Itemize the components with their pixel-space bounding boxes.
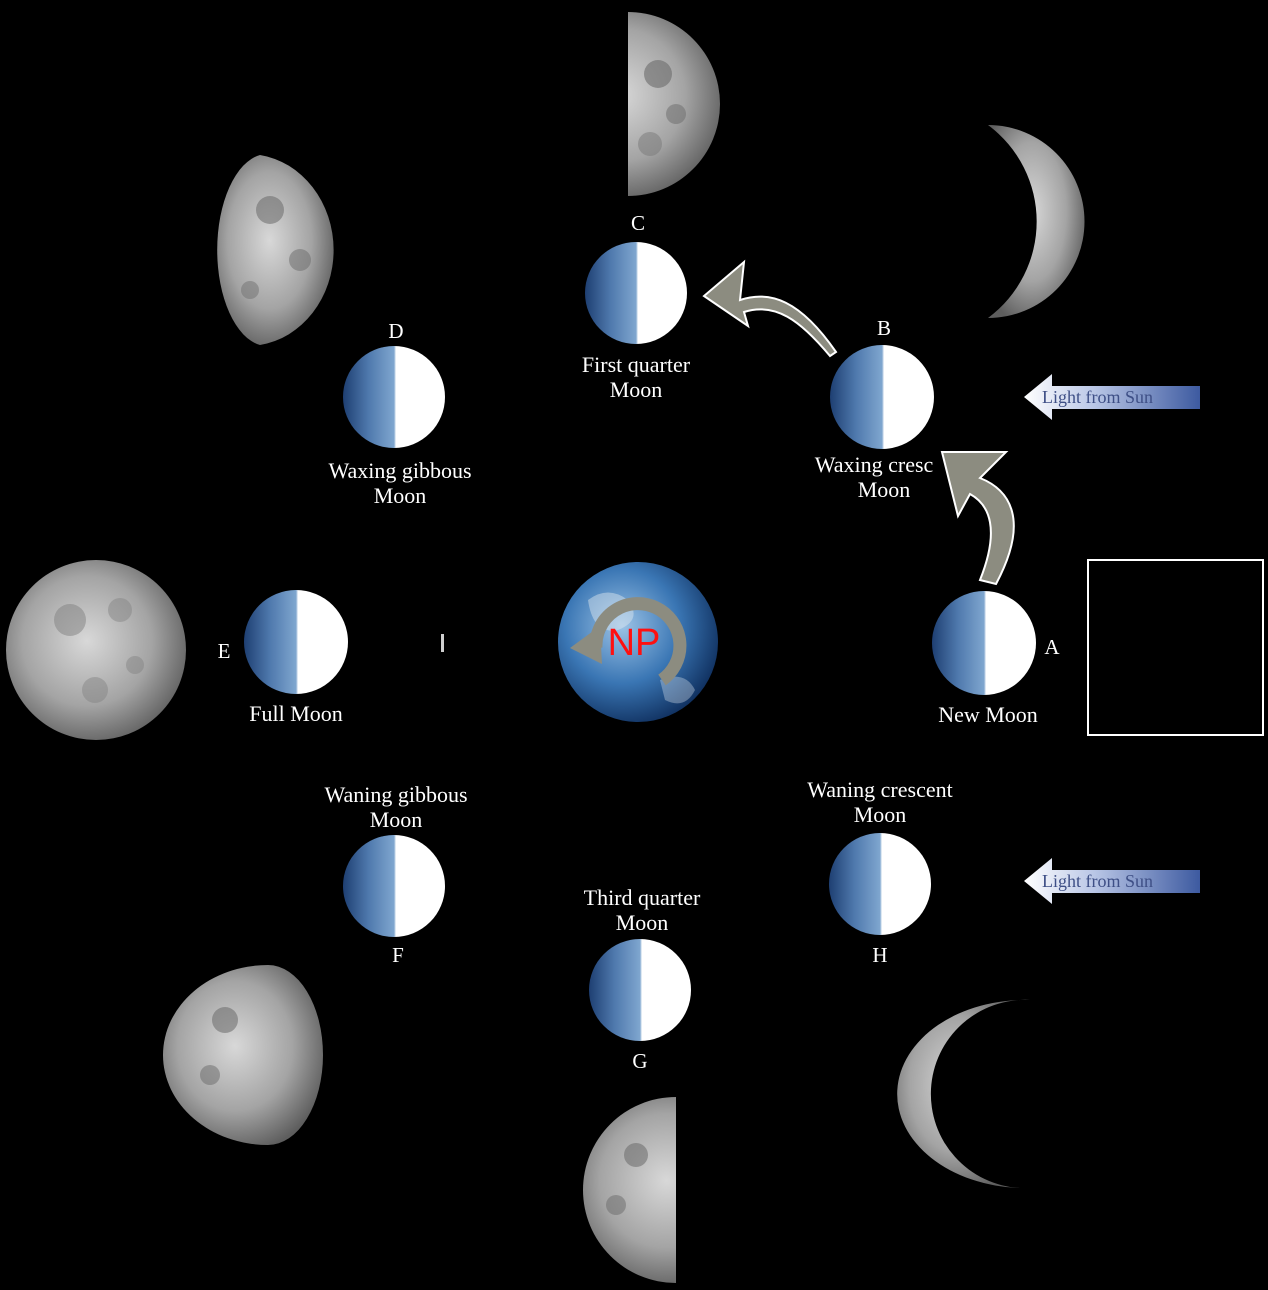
- photo-moon-waning-gibbous: [163, 965, 323, 1145]
- letter-g: G: [632, 1049, 647, 1073]
- photo-moon-waxing-gibbous: [217, 155, 334, 345]
- letter-a: A: [1044, 635, 1060, 659]
- letter-b: B: [877, 316, 891, 340]
- photo-moon-first-quarter: [628, 12, 720, 196]
- label-d-line1: Waxing gibbous: [328, 458, 471, 483]
- sun-arrow-bottom: Light from Sun: [1024, 858, 1200, 904]
- label-h-line1: Waning crescent: [807, 777, 952, 802]
- label-g-line2: Moon: [616, 910, 669, 935]
- label-b-line1: Waxing cresc: [815, 452, 934, 477]
- orbit-moon-c: [585, 242, 687, 344]
- orbit-arrow-a-to-b: [940, 451, 1015, 586]
- photo-moon-waning-crescent: [897, 999, 1030, 1188]
- orbit-moon-b: [830, 345, 934, 449]
- sun-arrow-top: Light from Sun: [1024, 374, 1200, 420]
- orbit-moon-h: [829, 833, 931, 935]
- north-pole-label: NP: [608, 622, 661, 664]
- letter-h: H: [872, 943, 887, 967]
- sun-arrow-top-label: Light from Sun: [1042, 387, 1153, 407]
- letter-d: D: [388, 319, 403, 343]
- label-c-line1: First quarter: [582, 352, 691, 377]
- letter-e: E: [218, 639, 231, 663]
- label-b-line2: Moon: [858, 477, 911, 502]
- orbit-moon-g: [589, 939, 691, 1041]
- label-g-line1: Third quarter: [584, 885, 701, 910]
- orbit-arrow-b-to-c: [702, 259, 838, 358]
- orbit-moon-a: [932, 591, 1036, 695]
- label-c-line2: Moon: [610, 377, 663, 402]
- letter-f: F: [392, 943, 404, 967]
- photo-moon-full: [6, 560, 186, 740]
- label-a-line1: New Moon: [938, 702, 1038, 727]
- earth-rotation-arrow: [570, 597, 687, 686]
- orbit-moon-f: [343, 835, 445, 937]
- label-f-line2: Moon: [370, 807, 423, 832]
- label-e-line1: Full Moon: [249, 701, 343, 726]
- label-d-line2: Moon: [374, 483, 427, 508]
- letter-c: C: [631, 211, 645, 235]
- orbit-moon-d: [343, 346, 445, 448]
- tick-mark: [441, 634, 444, 652]
- photo-moon-waxing-crescent: [988, 125, 1085, 318]
- label-h-line2: Moon: [854, 802, 907, 827]
- photo-moon-third-quarter: [583, 1097, 676, 1283]
- orbit-moon-e: [244, 590, 348, 694]
- sun-arrow-bottom-label: Light from Sun: [1042, 871, 1153, 891]
- label-f-line1: Waning gibbous: [324, 782, 467, 807]
- empty-answer-box: [1087, 559, 1264, 736]
